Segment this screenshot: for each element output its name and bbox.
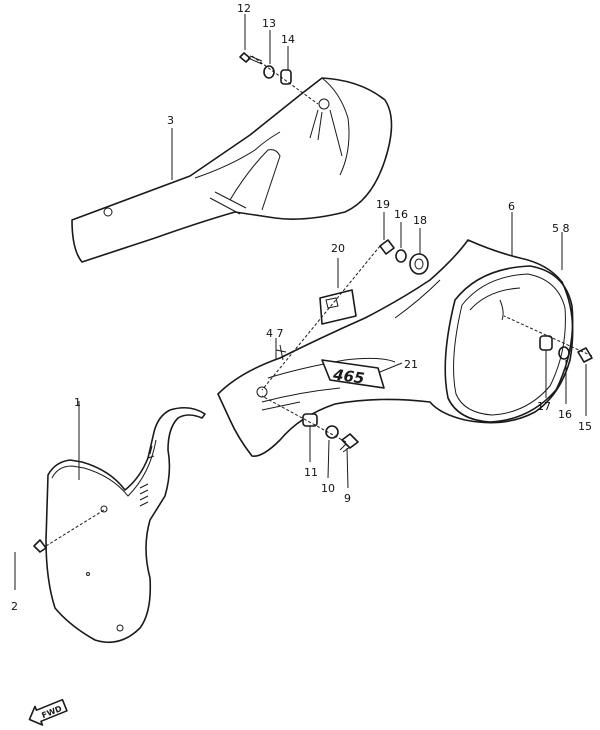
callouts: 1 2 3 4 7 5 8 6 9 10 11 12 13 14 15 16 1…	[11, 2, 592, 613]
right-side-cover	[217, 239, 574, 457]
bolt-15	[577, 347, 593, 363]
callout-6: 6	[508, 200, 515, 213]
upper-side-cover	[71, 77, 393, 263]
callout-2: 2	[11, 600, 18, 613]
screw-2	[33, 539, 47, 553]
bolt-9	[339, 433, 359, 453]
callout-1: 1	[74, 396, 81, 409]
clip-19	[379, 239, 395, 255]
leader-lines	[14, 14, 593, 590]
collar-17	[539, 335, 553, 351]
grommet-18	[409, 253, 429, 275]
callout-3: 3	[167, 114, 174, 127]
callout-16-a: 16	[394, 208, 408, 221]
callout-21: 21	[404, 358, 418, 371]
callout-18: 18	[413, 214, 427, 227]
washer-16b	[558, 346, 570, 360]
washer-16a	[395, 249, 407, 263]
callout-16-b: 16	[558, 408, 572, 421]
callout-19: 19	[376, 198, 390, 211]
callout-17: 17	[537, 400, 551, 413]
label-20	[319, 289, 357, 325]
forward-direction-marker: FWD	[28, 698, 68, 726]
callout-20: 20	[331, 242, 345, 255]
callout-11: 11	[304, 466, 318, 479]
washer-10	[325, 425, 339, 439]
callout-9: 9	[344, 492, 351, 505]
bolt-12	[239, 52, 263, 65]
decal-text: 465	[331, 365, 366, 387]
number-plate	[45, 406, 206, 644]
callout-12: 12	[237, 2, 251, 15]
callout-13: 13	[262, 17, 276, 30]
callout-15: 15	[578, 420, 592, 433]
collar-14	[280, 69, 292, 85]
callout-10: 10	[321, 482, 335, 495]
callout-14: 14	[281, 33, 295, 46]
callout-4-7: 4 7	[266, 327, 284, 340]
callout-5-8: 5 8	[552, 222, 570, 235]
forward-arrow-icon	[28, 698, 68, 726]
decal-21: 465	[321, 359, 385, 389]
